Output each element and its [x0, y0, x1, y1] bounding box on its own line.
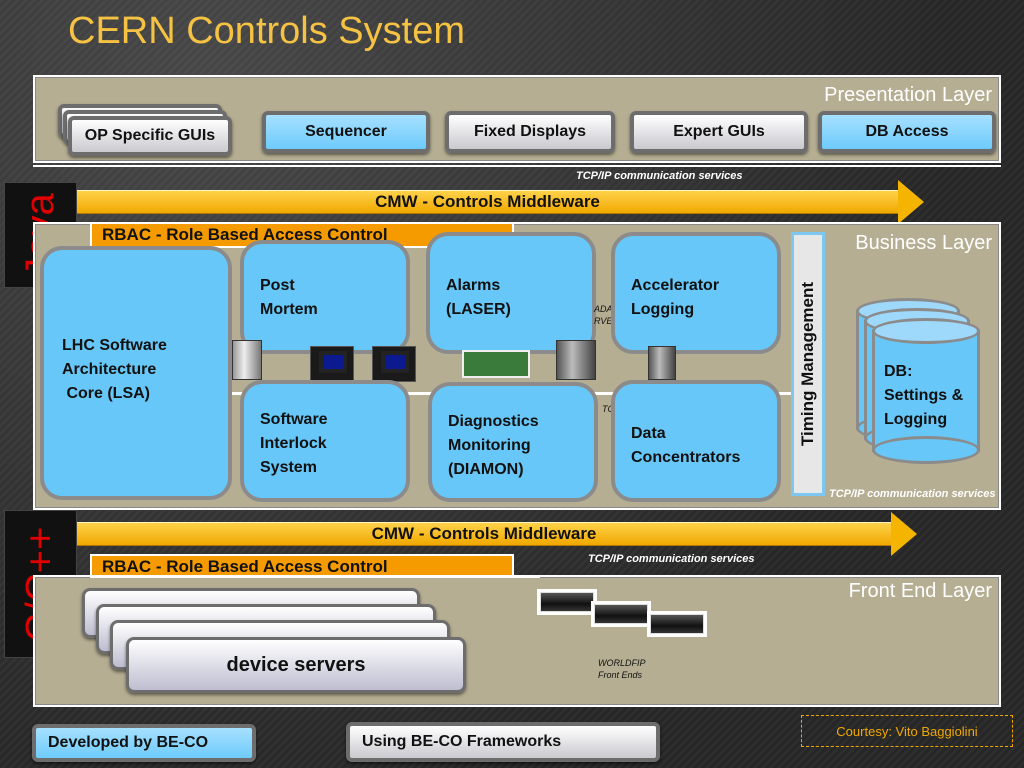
workstation-icon — [310, 346, 354, 382]
data-concentrators-box: Data Concentrators — [611, 380, 781, 502]
business-layer-label: Business Layer — [855, 232, 992, 254]
device-servers-box: device servers — [126, 637, 466, 693]
alarms-line-1: Alarms — [446, 277, 501, 294]
software-interlock-box: Software Interlock System — [240, 380, 410, 502]
courtesy-note: Courtesy: Vito Baggiolini — [801, 715, 1013, 747]
diamon-line-2: Monitoring — [448, 437, 531, 454]
developed-by-be-co-badge: Developed by BE-CO — [32, 724, 256, 762]
sis-line-3: System — [260, 459, 317, 476]
server-icon — [232, 340, 262, 380]
sequencer-button[interactable]: Sequencer — [262, 111, 430, 153]
sis-line-2: Interlock — [260, 435, 327, 452]
lsa-line-3: Core (LSA) — [62, 385, 150, 402]
data-conc-line-1: Data — [631, 425, 666, 442]
worldfip-line-2: Front Ends — [598, 670, 643, 680]
db-label: DB: Settings & Logging — [884, 360, 963, 432]
lsa-line-2: Architecture — [62, 361, 157, 378]
cmw-arrow-bottom-head — [891, 512, 917, 556]
alarms-box: Alarms (LASER) — [426, 232, 596, 354]
tcp-ip-label-top: TCP/IP communication services — [576, 170, 743, 182]
op-specific-guis-button[interactable]: OP Specific GUIs — [68, 116, 232, 156]
page-title: CERN Controls System — [68, 10, 465, 52]
front-end-unit-icon — [540, 592, 594, 612]
lsa-box: LHC Software Architecture Core (LSA) — [40, 246, 232, 500]
cmw-arrow-bottom: CMW - Controls Middleware — [75, 522, 893, 546]
vme-crate-icon — [462, 350, 530, 378]
expert-guis-button[interactable]: Expert GUIs — [630, 111, 808, 153]
post-mortem-line-2: Mortem — [260, 301, 318, 318]
diamon-line-1: Diagnostics — [448, 413, 539, 430]
db-line-3: Logging — [884, 411, 948, 428]
diamon-line-3: (DIAMON) — [448, 461, 524, 478]
accelerator-logging-box: Accelerator Logging — [611, 232, 781, 354]
db-line-1: DB: — [884, 363, 913, 380]
db-line-2: Settings & — [884, 387, 964, 404]
hidden-fragment-rvers: RVERS — [594, 316, 625, 326]
timing-management-box: Timing Management — [791, 232, 825, 496]
alarms-line-2: (LASER) — [446, 301, 511, 318]
front-end-unit-icon — [594, 604, 648, 624]
hidden-fragment-tc: TC — [602, 404, 614, 414]
accel-logging-line-1: Accelerator — [631, 277, 720, 294]
tcp-ip-label-business: TCP/IP communication services — [829, 488, 996, 500]
server-icon — [648, 346, 676, 380]
using-be-co-frameworks-badge: Using BE-CO Frameworks — [346, 722, 660, 762]
hidden-fragment-ada: ADA — [594, 304, 613, 314]
accel-logging-line-2: Logging — [631, 301, 695, 318]
lsa-line-1: LHC Software — [62, 337, 167, 354]
sis-line-1: Software — [260, 411, 328, 428]
front-end-layer-label: Front End Layer — [848, 580, 992, 602]
cmw-arrow-top: CMW - Controls Middleware — [75, 190, 900, 214]
fixed-displays-button[interactable]: Fixed Displays — [445, 111, 615, 153]
front-end-unit-icon — [650, 614, 704, 634]
presentation-layer-label: Presentation Layer — [824, 84, 992, 106]
presentation-bus-line — [33, 165, 1001, 167]
data-conc-line-2: Concentrators — [631, 449, 741, 466]
tcp-ip-label-frontend: TCP/IP communication services — [588, 553, 755, 565]
cmw-arrow-top-head — [898, 180, 924, 224]
workstation-icon — [372, 346, 416, 382]
diamon-box: Diagnostics Monitoring (DIAMON) — [428, 382, 598, 502]
frontend-network-line — [90, 576, 540, 578]
worldfip-label: WORLDFIP Front Ends — [598, 657, 646, 681]
device-servers-label: device servers — [226, 653, 366, 676]
db-access-button[interactable]: DB Access — [818, 111, 996, 153]
post-mortem-line-1: Post — [260, 277, 295, 294]
timing-management-text: Timing Management — [798, 281, 818, 447]
server-icon — [556, 340, 596, 380]
worldfip-line-1: WORLDFIP — [598, 658, 646, 668]
post-mortem-box: Post Mortem — [240, 240, 410, 354]
